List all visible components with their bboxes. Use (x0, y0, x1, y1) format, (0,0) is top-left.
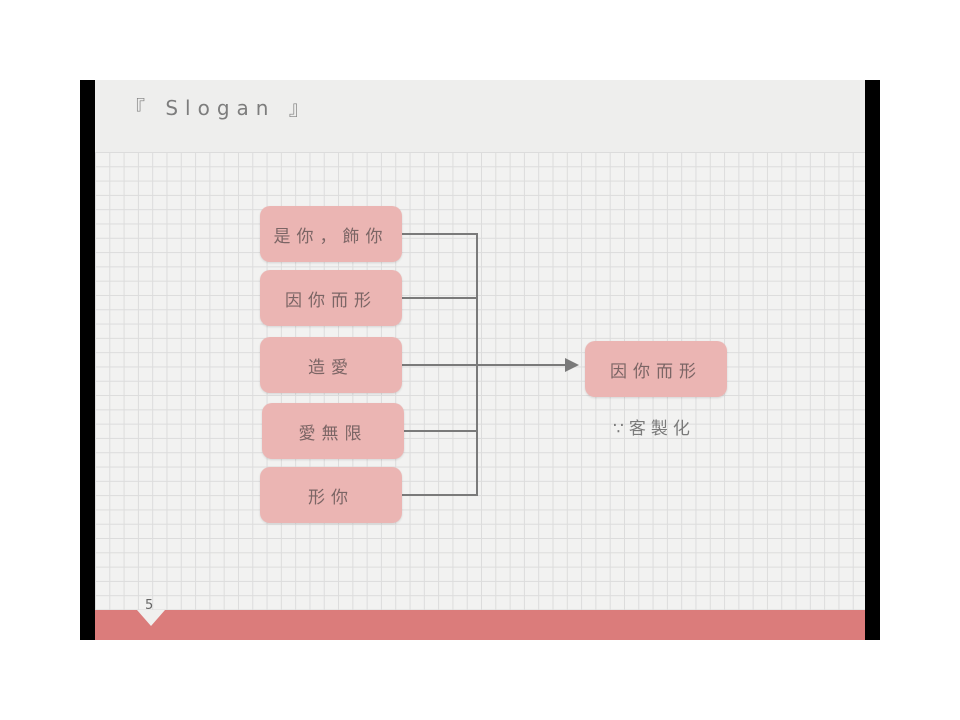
output-caption: ∵客製化 (613, 419, 695, 439)
grid-background (95, 152, 865, 612)
input-label-2: 因你而形 (285, 290, 377, 311)
input-box-2: 因你而形 (260, 270, 402, 326)
output-box: 因你而形 (585, 341, 727, 397)
slide-title: 『 Slogan 』 (125, 96, 316, 120)
input-label-3: 造愛 (308, 357, 354, 378)
input-label-5: 形你 (308, 487, 354, 508)
input-label-4: 愛無限 (298, 423, 368, 444)
left-letterbox (80, 80, 95, 640)
input-box-4: 愛無限 (262, 403, 404, 459)
output-label: 因你而形 (610, 361, 702, 382)
input-box-5: 形你 (260, 467, 402, 523)
header-band (95, 80, 865, 152)
slide: 『 Slogan 』 是你，飾你 因你而形 造愛 愛無限 形你 因你而形 ∵客製… (95, 80, 865, 640)
connector-lines (402, 233, 579, 496)
footer-bar (95, 610, 865, 640)
input-box-3: 造愛 (260, 337, 402, 393)
right-letterbox (865, 80, 880, 640)
input-label-1: 是你，飾你 (273, 226, 389, 247)
input-box-1: 是你，飾你 (260, 206, 402, 262)
page-notch (137, 610, 165, 626)
page-number: 5 (145, 598, 154, 613)
arrow-head-icon (565, 358, 579, 372)
